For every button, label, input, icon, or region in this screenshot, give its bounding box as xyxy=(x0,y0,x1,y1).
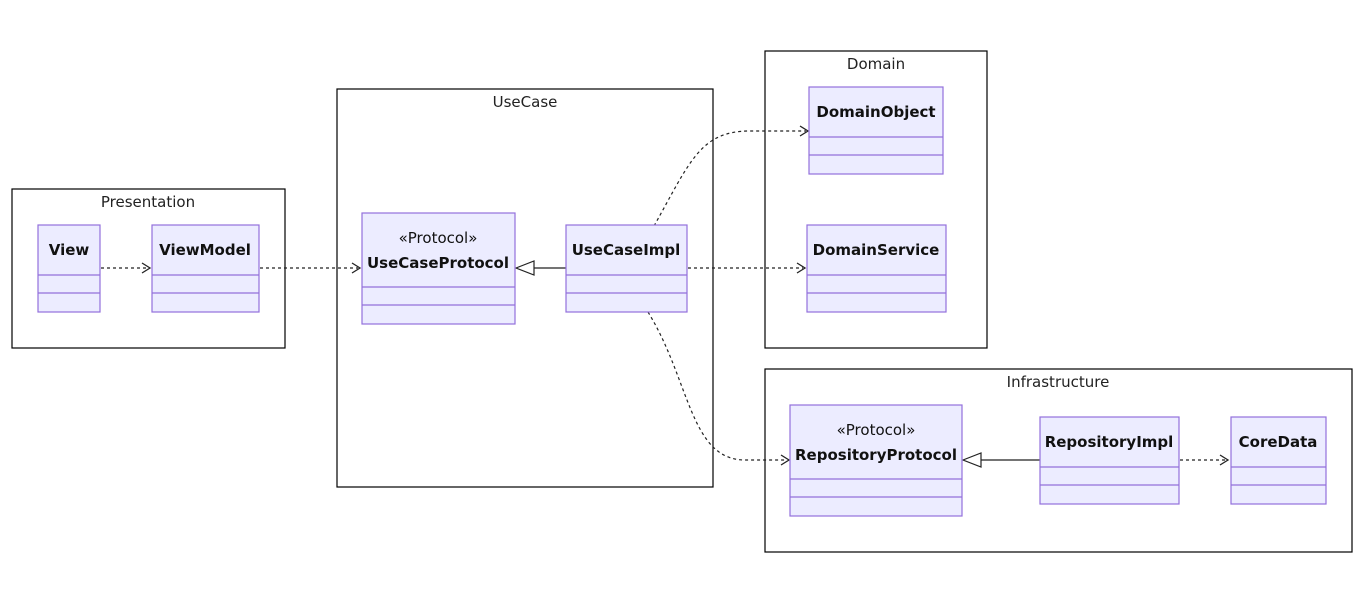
dependency-usecaseimpl-domainservice xyxy=(688,262,807,274)
class-usecaseprotocol-name: UseCaseProtocol xyxy=(367,254,509,272)
class-usecaseprotocol[interactable]: «Protocol» UseCaseProtocol xyxy=(361,212,516,325)
class-usecaseprotocol-stereotype: «Protocol» xyxy=(399,229,478,247)
class-repositoryprotocol[interactable]: «Protocol» RepositoryProtocol xyxy=(789,404,963,517)
class-viewmodel-name: ViewModel xyxy=(159,241,251,259)
package-usecase-title: UseCase xyxy=(493,93,558,111)
package-infrastructure-title: Infrastructure xyxy=(1007,373,1110,391)
dependency-usecaseimpl-domainobject xyxy=(653,125,810,227)
class-repositoryimpl[interactable]: RepositoryImpl xyxy=(1039,416,1180,505)
realization-repositoryimpl-repositoryprotocol xyxy=(961,452,1040,468)
package-presentation-title: Presentation xyxy=(101,193,195,211)
realization-usecaseimpl-usecaseprotocol xyxy=(514,260,566,276)
class-coredata[interactable]: CoreData xyxy=(1230,416,1327,505)
class-domainobject[interactable]: DomainObject xyxy=(808,86,944,175)
class-repositoryprotocol-stereotype: «Protocol» xyxy=(837,421,916,439)
class-repositoryprotocol-name: RepositoryProtocol xyxy=(795,446,957,464)
class-usecaseimpl-name: UseCaseImpl xyxy=(572,241,681,259)
class-domainobject-name: DomainObject xyxy=(816,103,935,121)
class-view[interactable]: View xyxy=(37,224,101,313)
class-coredata-name: CoreData xyxy=(1239,433,1318,451)
class-usecaseimpl[interactable]: UseCaseImpl xyxy=(565,224,688,313)
dependency-usecaseimpl-repositoryprotocol xyxy=(647,311,791,466)
dependency-repositoryimpl-coredata xyxy=(1180,454,1230,466)
dependency-view-viewmodel xyxy=(101,262,152,274)
class-view-name: View xyxy=(49,241,90,259)
class-domainservice-name: DomainService xyxy=(813,241,940,259)
class-domainservice[interactable]: DomainService xyxy=(806,224,947,313)
class-repositoryimpl-name: RepositoryImpl xyxy=(1045,433,1174,451)
class-viewmodel[interactable]: ViewModel xyxy=(151,224,260,313)
package-domain-title: Domain xyxy=(847,55,905,73)
dependency-viewmodel-usecaseprotocol xyxy=(260,262,362,274)
